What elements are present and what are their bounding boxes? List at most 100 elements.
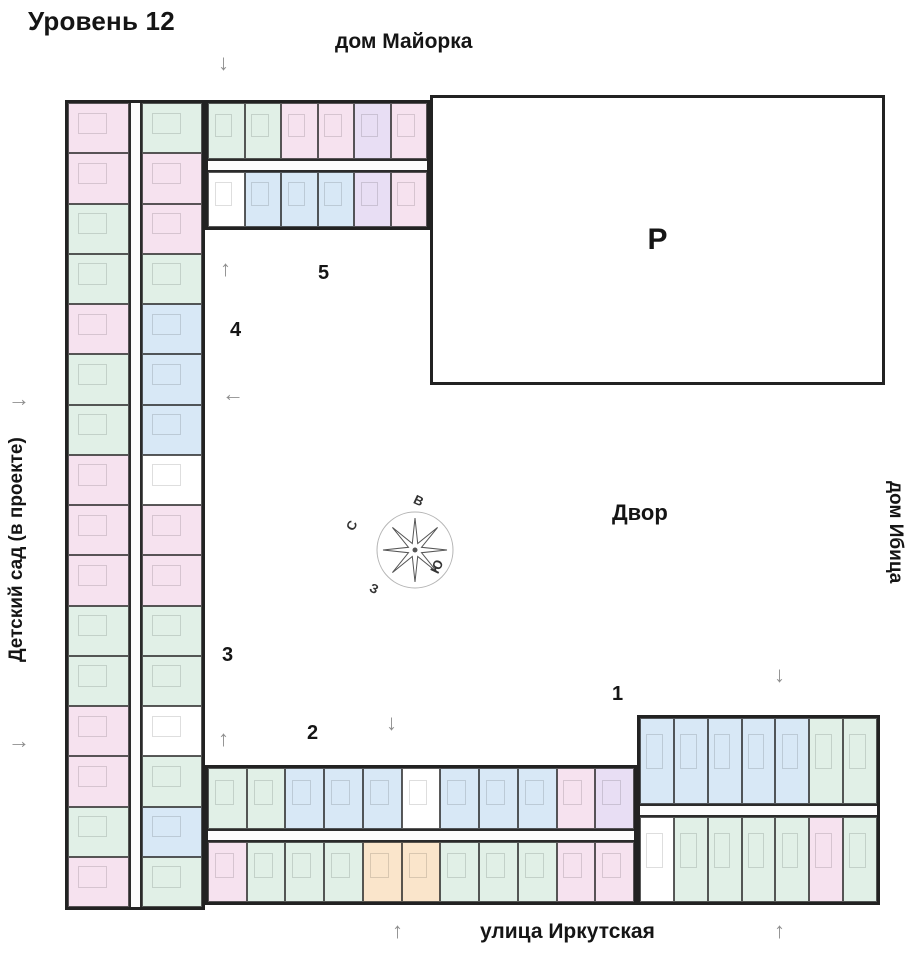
wing-bottom <box>205 765 637 905</box>
apartment-unit[interactable] <box>141 655 202 706</box>
apartment-unit[interactable] <box>208 841 247 902</box>
apartment-unit[interactable] <box>324 841 363 902</box>
apartment-unit[interactable] <box>68 203 129 254</box>
apartment-unit[interactable] <box>317 171 354 227</box>
apartment-unit[interactable] <box>68 505 129 556</box>
apartment-unit[interactable] <box>68 806 129 857</box>
apartment-unit[interactable] <box>141 203 202 254</box>
apartment-unit[interactable] <box>440 841 480 902</box>
entrance-arrow-icon: ↓ <box>386 710 397 735</box>
apartment-unit[interactable] <box>68 706 129 757</box>
page-title: Уровень 12 <box>28 6 175 36</box>
apartment-unit[interactable] <box>68 304 129 355</box>
apartment-unit[interactable] <box>673 816 708 902</box>
apartment-unit[interactable] <box>281 103 318 159</box>
apartment-unit[interactable] <box>673 718 708 804</box>
apartment-unit[interactable] <box>324 768 363 829</box>
apartment-unit[interactable] <box>244 103 281 159</box>
wing-s1-north-units <box>640 718 878 804</box>
apartment-unit[interactable] <box>141 756 202 807</box>
apartment-unit[interactable] <box>390 103 427 159</box>
apartment-unit[interactable] <box>517 841 557 902</box>
apartment-unit[interactable] <box>809 718 844 804</box>
apartment-unit[interactable] <box>68 153 129 204</box>
apartment-unit[interactable] <box>68 253 129 304</box>
apartment-unit[interactable] <box>775 718 810 804</box>
apartment-unit[interactable] <box>479 768 518 829</box>
entrance-arrow-icon: ← <box>222 381 244 406</box>
apartment-unit[interactable] <box>390 171 427 227</box>
apartment-unit[interactable] <box>141 253 202 304</box>
apartment-unit[interactable] <box>317 103 354 159</box>
apartment-unit[interactable] <box>68 756 129 807</box>
wing-top-south-units <box>208 171 427 227</box>
apartment-unit[interactable] <box>640 718 674 804</box>
apartment-unit[interactable] <box>595 768 635 829</box>
apartment-unit[interactable] <box>208 768 247 829</box>
entrance-arrow-icon: ↓ <box>774 662 785 687</box>
apartment-unit[interactable] <box>141 153 202 204</box>
section-number-5: 5 <box>318 262 330 284</box>
apartment-unit[interactable] <box>556 768 596 829</box>
parking-area: Р <box>430 95 885 385</box>
wing-section-1 <box>637 715 880 905</box>
apartment-unit[interactable] <box>741 816 776 902</box>
apartment-unit[interactable] <box>141 555 202 606</box>
apartment-unit[interactable] <box>285 841 325 902</box>
apartment-unit[interactable] <box>479 841 518 902</box>
apartment-unit[interactable] <box>556 841 596 902</box>
entrance-arrow-icon: ↑ <box>392 918 403 943</box>
apartment-unit[interactable] <box>707 816 742 902</box>
apartment-unit[interactable] <box>440 768 480 829</box>
apartment-unit[interactable] <box>843 718 878 804</box>
apartment-unit[interactable] <box>354 171 391 227</box>
wing-top-north-units <box>208 103 427 159</box>
apartment-unit[interactable] <box>68 354 129 405</box>
apartment-unit[interactable] <box>741 718 776 804</box>
apartment-unit[interactable] <box>141 304 202 355</box>
apartment-unit[interactable] <box>68 404 129 455</box>
apartment-unit[interactable] <box>141 505 202 556</box>
apartment-unit[interactable] <box>843 816 878 902</box>
apartment-unit[interactable] <box>354 103 391 159</box>
apartment-unit[interactable] <box>775 816 810 902</box>
apartment-unit[interactable] <box>246 768 286 829</box>
section-number-4: 4 <box>230 319 242 341</box>
apartment-unit[interactable] <box>68 856 129 907</box>
section-number-2: 2 <box>307 722 319 744</box>
apartment-unit[interactable] <box>141 806 202 857</box>
wing-bottom-south-units <box>208 841 635 902</box>
entrance-arrow-icon: ↑ <box>218 726 229 751</box>
apartment-unit[interactable] <box>281 171 318 227</box>
apartment-unit[interactable] <box>141 404 202 455</box>
apartment-unit[interactable] <box>244 171 281 227</box>
wing-s1-south-units <box>640 816 878 902</box>
apartment-unit[interactable] <box>141 605 202 656</box>
stair-core <box>141 454 202 505</box>
apartment-unit[interactable] <box>68 655 129 706</box>
label-street-irkutskaya: улица Иркутская <box>480 920 655 943</box>
apartment-unit[interactable] <box>68 605 129 656</box>
stair-core <box>208 171 245 227</box>
apartment-unit[interactable] <box>285 768 325 829</box>
apartment-unit[interactable] <box>362 768 402 829</box>
apartment-unit[interactable] <box>362 841 402 902</box>
wing-left-west-units <box>68 103 129 907</box>
apartment-unit[interactable] <box>141 354 202 405</box>
wing-top <box>205 100 430 230</box>
label-courtyard: Двор <box>612 500 668 525</box>
apartment-unit[interactable] <box>68 555 129 606</box>
apartment-unit[interactable] <box>246 841 286 902</box>
apartment-unit[interactable] <box>141 856 202 907</box>
apartment-unit[interactable] <box>68 103 129 154</box>
apartment-unit[interactable] <box>68 454 129 505</box>
apartment-unit[interactable] <box>517 768 557 829</box>
apartment-unit[interactable] <box>707 718 742 804</box>
apartment-unit[interactable] <box>809 816 844 902</box>
entrance-arrow-icon: ↓ <box>218 50 229 75</box>
apartment-unit[interactable] <box>141 103 202 154</box>
stair-core <box>401 768 441 829</box>
apartment-unit[interactable] <box>401 841 441 902</box>
apartment-unit[interactable] <box>208 103 245 159</box>
apartment-unit[interactable] <box>595 841 635 902</box>
